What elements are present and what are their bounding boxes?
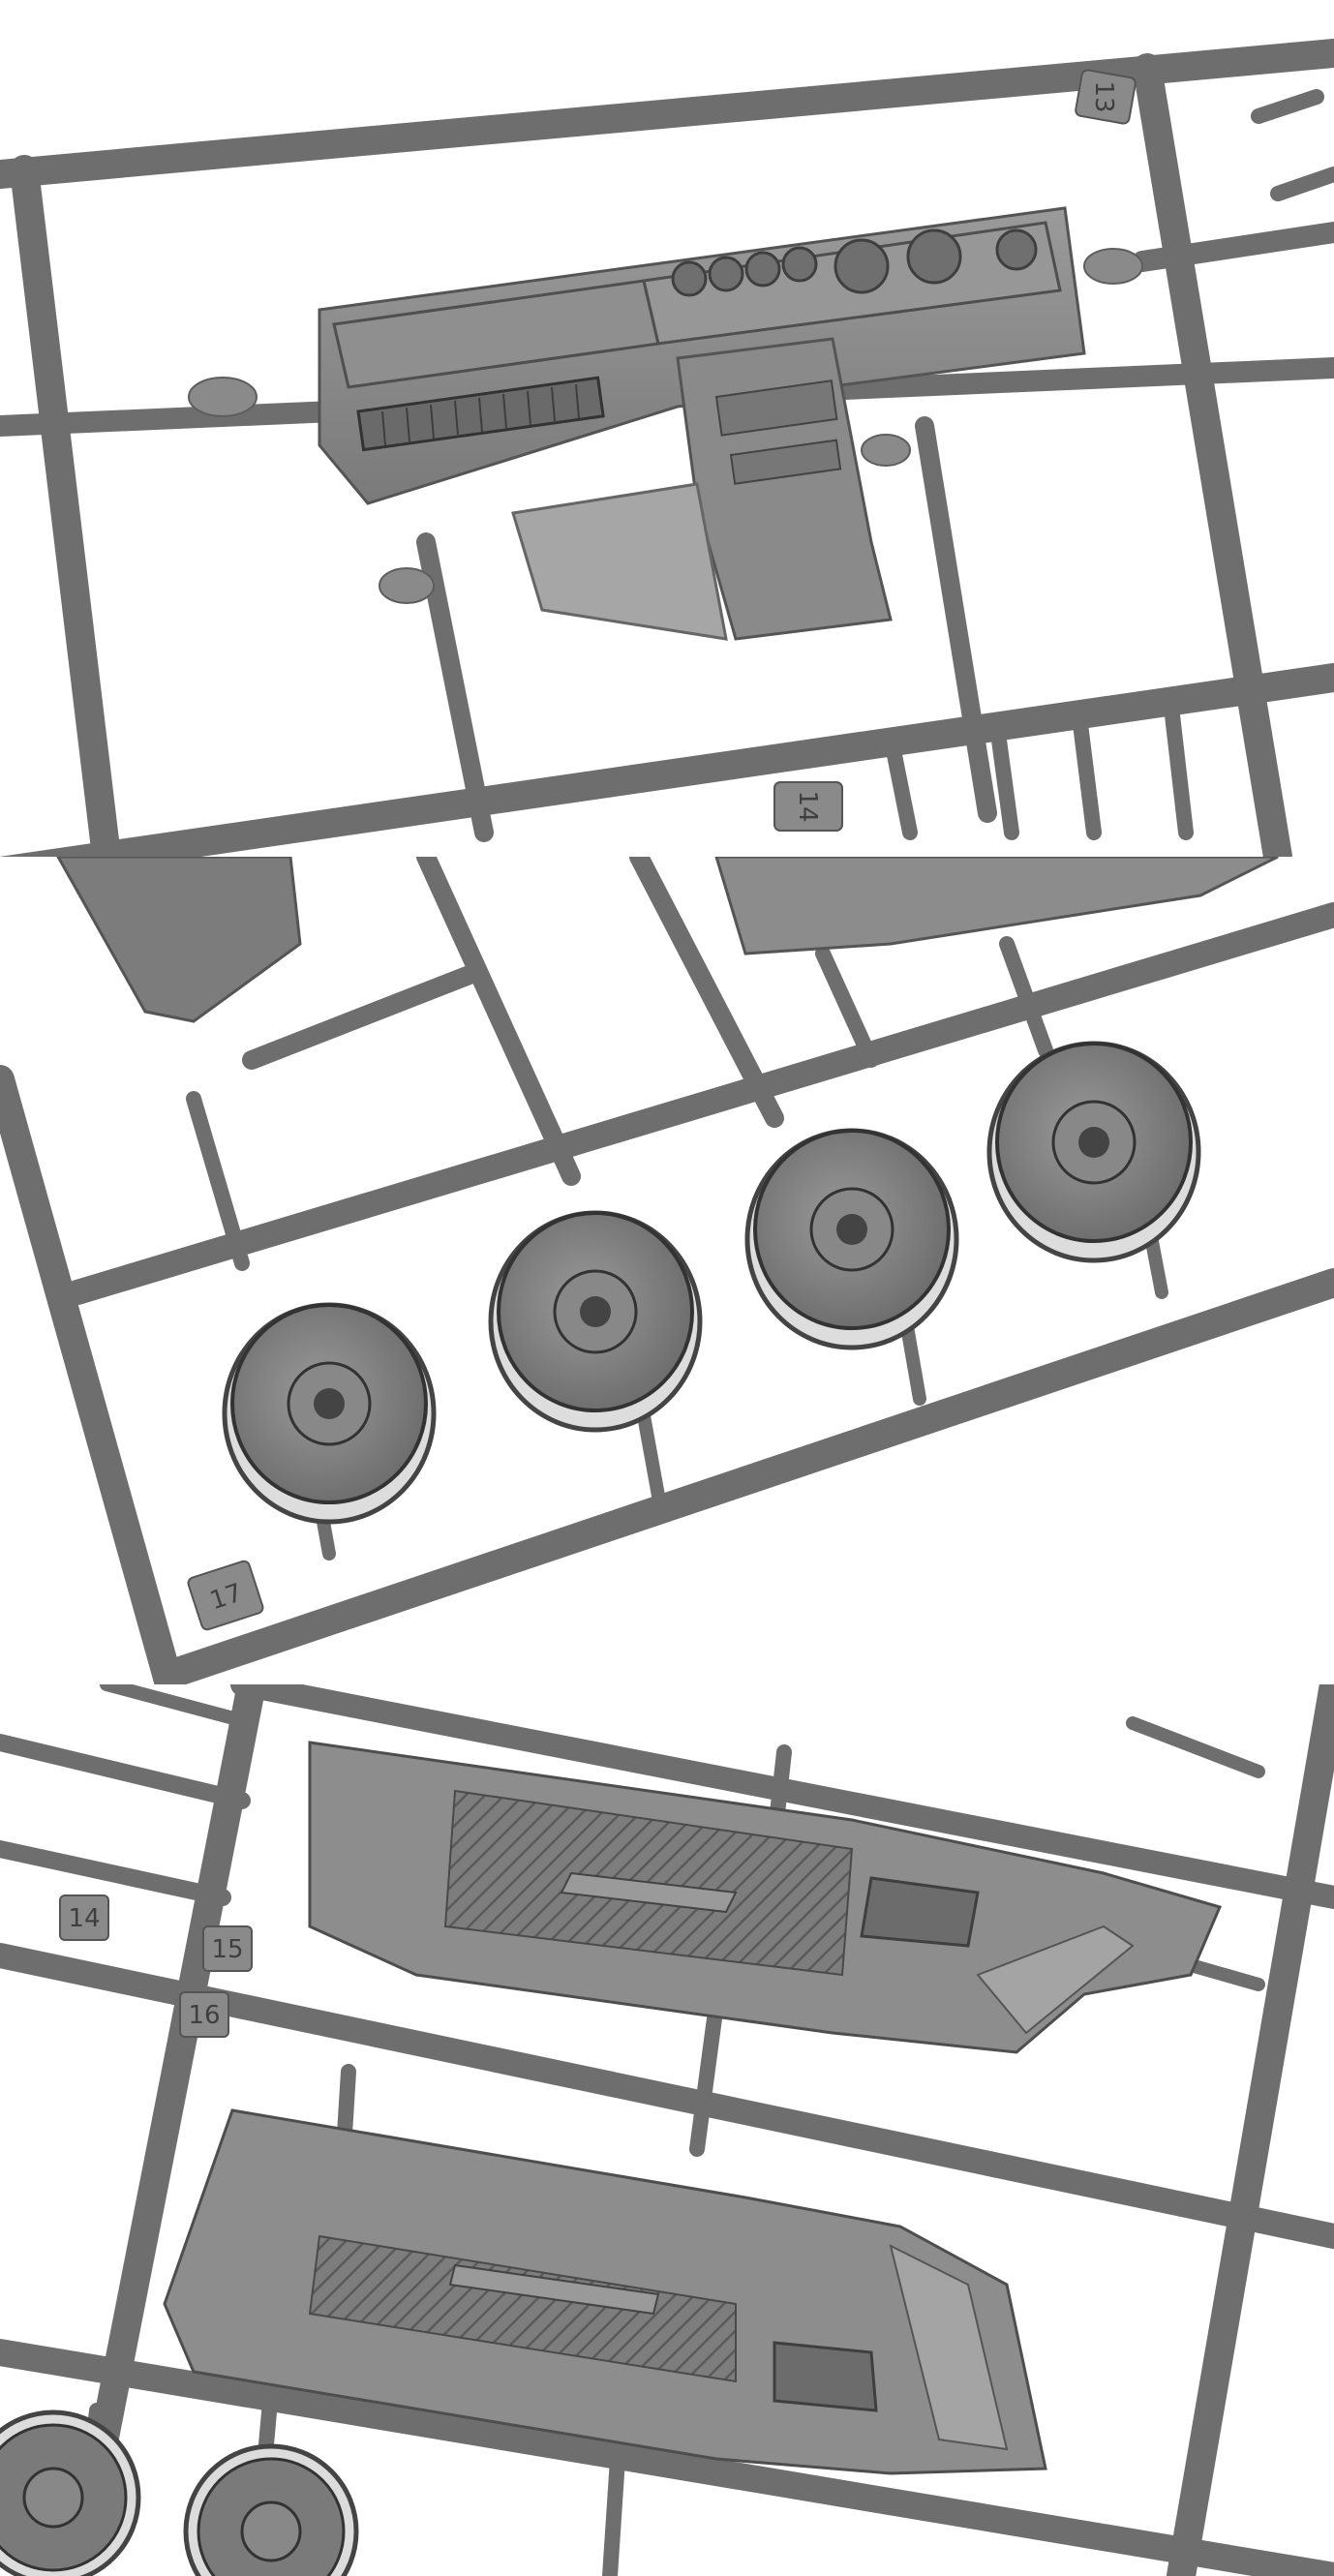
- sprue-runner-cross: [1132, 222, 1334, 272]
- wheel-part: [986, 1041, 1201, 1263]
- sprue-runner-left: [10, 155, 121, 857]
- wheels-sprue-illustration: 17: [0, 857, 1334, 1684]
- door-panels-sprue-illustration: 14 15 16: [0, 1684, 1334, 2576]
- sprue-runner-top: [65, 902, 1334, 1305]
- gate-nub: [188, 377, 258, 417]
- sprue-runner-bottom: [0, 663, 1334, 857]
- svg-text:15: 15: [211, 1935, 243, 1964]
- wheel-part: [488, 1210, 703, 1433]
- svg-text:13: 13: [1089, 80, 1118, 112]
- door-panel-part: [308, 1741, 1223, 2054]
- sprue-runner-top: [230, 1684, 1334, 1909]
- wheel-part: [222, 1302, 437, 1525]
- gauge-dial: [671, 260, 708, 297]
- part-number-plate-13: 13: [1075, 69, 1137, 125]
- svg-text:14: 14: [793, 790, 822, 822]
- gauge-dial: [781, 246, 818, 283]
- gauge-dial: [906, 228, 962, 285]
- dashboard-part: [318, 206, 1086, 641]
- part-number-plate-17: 17: [187, 1560, 264, 1631]
- sprue-runner-bottom: [0, 2339, 1334, 2576]
- wheel-part: [0, 2409, 141, 2576]
- wheel-part: [183, 2443, 359, 2576]
- gate-nub: [861, 434, 911, 467]
- sprue-runner-right: [1133, 53, 1292, 857]
- wheels-sprue-photo: 17: [0, 857, 1334, 1684]
- part-number-plate-14: 14: [773, 781, 843, 832]
- gauge-dial: [708, 256, 744, 292]
- sprue-runner-bottom: [155, 1268, 1334, 1684]
- footwell-panel: [511, 482, 728, 641]
- door-panel-part: [163, 2108, 1047, 2475]
- dashboard-sprue-illustration: 13 14: [0, 39, 1334, 857]
- part-number-plate-16: 16: [179, 1991, 229, 2038]
- dashboard-sprue-photo: 13 14: [0, 0, 1334, 857]
- sprue-runner-left: [63, 1684, 266, 2576]
- gauge-dial: [995, 228, 1038, 271]
- gauge-dial: [834, 238, 890, 294]
- sprue-runner-left: [0, 1065, 184, 1684]
- svg-text:14: 14: [68, 1904, 100, 1933]
- wheel-part: [744, 1128, 959, 1350]
- part-number-plate-15: 15: [202, 1925, 253, 1972]
- gate-nub: [1083, 248, 1143, 285]
- door-panels-sprue-photo: 14 15 16: [0, 1684, 1334, 2576]
- sprue-runner-right: [1167, 1684, 1334, 2576]
- part-number-plate-14: 14: [59, 1894, 109, 1941]
- gate-nub: [379, 567, 435, 604]
- svg-text:16: 16: [188, 2001, 220, 2030]
- gauge-dial: [744, 251, 781, 288]
